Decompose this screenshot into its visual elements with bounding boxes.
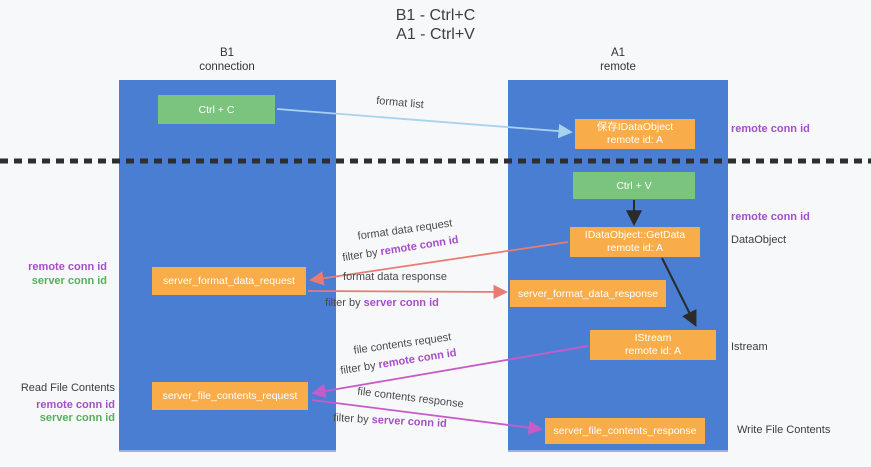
title-line-2: A1 - Ctrl+V [396,26,475,43]
diagram-title: B1 - Ctrl+C A1 - Ctrl+V [0,6,871,44]
getdata-box: IDataObject::GetData remote id: A [570,227,700,257]
server-conn-id-text: server conn id [371,414,448,430]
server-format-data-response-label: server_format_data_response [517,287,659,300]
right-remote-conn-id-mid: remote conn id [731,211,810,223]
left-column-name: B1 [219,47,235,59]
arrow-format-data-response [307,284,508,300]
annotation-format-list: format list [375,94,425,112]
ctrl-v-label: Ctrl + V [616,179,652,192]
istream-box: IStream remote id: A [590,330,716,360]
save-idataobject-remote-id: remote id: A [606,134,664,146]
ctrl-c-label: Ctrl + C [198,103,235,116]
getdata-label: IDataObject::GetData [584,229,686,241]
annotation-filter-server-conn-id-2: filter by server conn id [315,411,465,431]
right-remote-conn-id-top: remote conn id [731,123,810,135]
dataobject-label: DataObject [731,234,787,246]
write-file-contents-label: Write File Contents [737,424,831,436]
filter-by-text: filter by [332,412,372,427]
left-column-header: B1 connection [117,46,337,74]
getdata-remote-id: remote id: A [606,242,664,254]
left-remote-conn-id-2: remote conn id [36,398,115,411]
annotation-filter-server-conn-id-1: filter by server conn id [307,297,457,309]
server-file-contents-request-box: server_file_contents_request [152,382,308,410]
server-format-data-request-box: server_format_data_request [152,267,306,295]
annotation-format-data-response: format data response [343,271,447,283]
server-file-contents-request-label: server_file_contents_request [162,390,298,402]
save-idataobject-label: 保存IDataObject [596,121,674,133]
save-idataobject-box: 保存IDataObject remote id: A [575,119,695,149]
server-format-data-response-box: server_format_data_response [510,280,666,307]
left-remote-conn-id-1: remote conn id [28,261,107,273]
left-conn-id-group-2: Read File Contents remote conn id server… [10,382,115,426]
annotation-file-contents-response: file contents response [356,385,465,411]
istream-label: IStream [634,332,672,344]
ctrl-c-box: Ctrl + C [158,95,275,124]
istream-remote-id: remote id: A [624,345,682,357]
left-server-conn-id-2: server conn id [39,412,115,424]
title-line-1: B1 - Ctrl+C [395,7,476,24]
server-file-contents-response-label: server_file_contents_response [553,425,697,437]
left-column-role: connection [199,61,255,73]
right-column-header: A1 remote [508,46,728,74]
read-file-contents-label: Read File Contents [20,382,115,394]
server-conn-id-text: server conn id [363,297,439,309]
left-server-conn-id-1: server conn id [31,274,107,287]
server-file-contents-response-box: server_file_contents_response [545,418,705,444]
ctrl-v-box: Ctrl + V [573,172,695,199]
filter-by-text: filter by [341,246,382,265]
right-column-name: A1 [610,47,626,59]
left-conn-id-group-1: remote conn id server conn id [10,261,107,288]
right-column-role: remote [600,61,636,73]
filter-by-text: filter by [339,359,380,378]
filter-by-text: filter by [325,297,364,309]
server-format-data-request-label: server_format_data_request [163,275,295,287]
istream-side-label: Istream [731,341,768,353]
